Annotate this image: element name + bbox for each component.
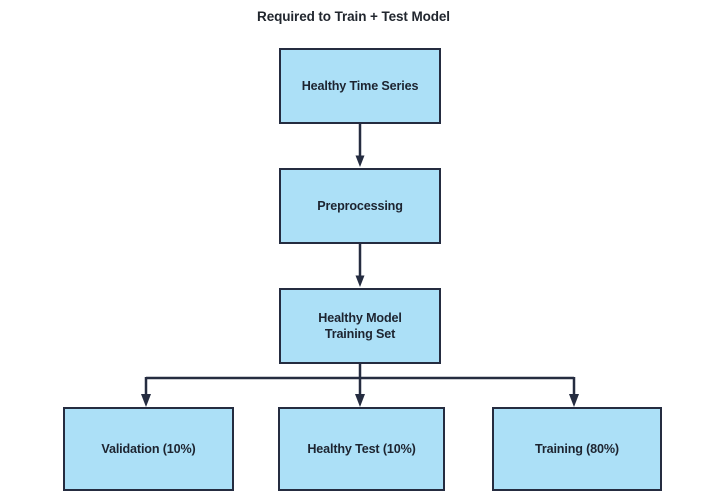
diagram-title: Required to Train + Test Model [257,9,450,24]
node-validation: Validation (10%) [63,407,234,491]
edge-arrow-to-healthy-test [355,394,365,407]
node-preprocessing: Preprocessing [279,168,441,244]
node-healthy-test: Healthy Test (10%) [278,407,445,491]
node-healthy-time-series: Healthy Time Series [279,48,441,124]
node-healthy-model-training-set: Healthy Model Training Set [279,288,441,364]
node-label: Healthy Model Training Set [318,311,402,341]
node-training: Training (80%) [492,407,662,491]
edge-preprocessing-to-healthy-model-training-set [355,244,365,287]
node-label: Preprocessing [317,199,403,213]
node-label: Training (80%) [535,442,619,456]
edge-arrow-to-validation [141,394,151,407]
edge-arrow-to-training [569,394,579,407]
edge-split-bus [144,364,576,396]
edge-healthy-time-series-to-preprocessing [355,124,365,167]
node-label: Validation (10%) [101,442,196,456]
node-label: Healthy Test (10%) [307,442,416,456]
node-label: Healthy Time Series [301,79,419,93]
